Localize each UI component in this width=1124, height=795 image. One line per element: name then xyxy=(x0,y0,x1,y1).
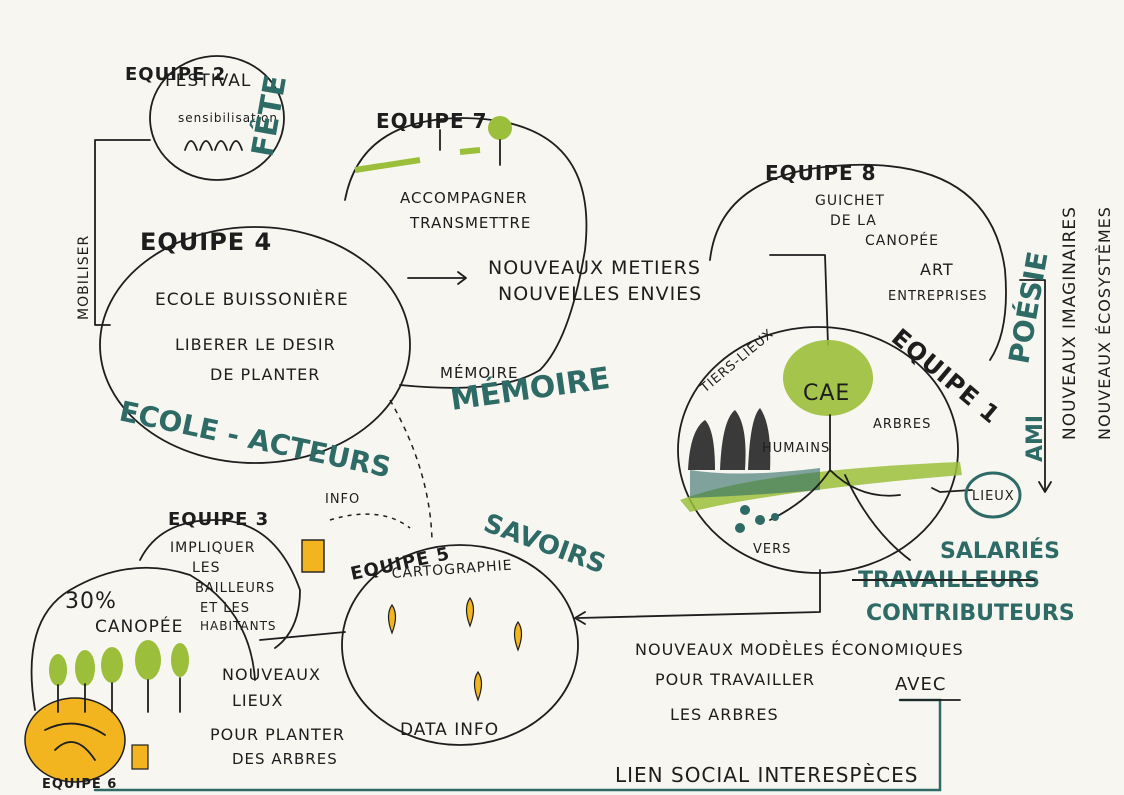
equipe8-line1: GUICHET xyxy=(815,193,885,209)
circle-equipe5 xyxy=(341,544,579,746)
human-silhouettes xyxy=(688,408,771,470)
contributeurs-label: CONTRIBUTEURS xyxy=(866,601,1075,626)
equipe3-line1: IMPLIQUER xyxy=(170,540,255,556)
equipe7-line1: ACCOMPAGNER xyxy=(400,189,528,207)
circle-equipe4 xyxy=(99,226,411,464)
ground-band xyxy=(680,462,962,512)
equipe6-line1: 30% xyxy=(65,589,117,614)
arrow-head-2 xyxy=(574,611,586,625)
equipe4-line2: LIBERER LE DESIR xyxy=(175,335,336,354)
tiers-lieux-label: TIERS-LIEUX xyxy=(697,326,777,396)
equipe8-line3: CANOPÉE xyxy=(865,232,939,249)
equipe2-tag: FÊTE xyxy=(244,72,294,159)
equipe7-title: EQUIPE 7 xyxy=(376,109,488,133)
dotted-ecole-carto xyxy=(389,399,433,541)
equipe4-line3: DE PLANTER xyxy=(210,365,320,384)
glass-icon-info xyxy=(301,539,325,573)
metiers-line1: NOUVEAUX METIERS xyxy=(488,257,701,279)
tree-canopy xyxy=(783,340,873,416)
equipe4-title: EQUIPE 4 xyxy=(140,228,272,256)
salaries-label: SALARIÉS xyxy=(940,538,1060,564)
connector-lieux xyxy=(931,487,973,493)
circle-equipe1 xyxy=(677,326,959,574)
tree-icon xyxy=(488,116,512,140)
worm-dots xyxy=(735,505,779,533)
lieux-line1: NOUVEAUX xyxy=(222,665,321,684)
equipe2-title: EQUIPE 2 xyxy=(125,64,226,85)
equipe1-title: EQUIPE 1 xyxy=(886,323,1005,429)
equipe2-line1: FESTIVAL xyxy=(165,71,251,91)
lien-social-label: LIEN SOCIAL INTERESPÈCES xyxy=(615,763,918,787)
sprout-arrow-1 xyxy=(354,157,421,173)
metiers-line2: NOUVELLES ENVIES xyxy=(498,283,702,305)
equipe5-line2: DATA INFO xyxy=(400,720,499,740)
modeles-line1: NOUVEAUX MODÈLES ÉCONOMIQUES xyxy=(635,640,964,659)
memoire-small: MÉMOIRE xyxy=(440,363,519,382)
connector-metiers-tiers xyxy=(769,254,829,346)
dotted-info-carto xyxy=(329,513,411,529)
lieux-label: LIEUX xyxy=(972,489,1015,504)
circle-equipe7 xyxy=(344,117,588,389)
equipe3-title: EQUIPE 3 xyxy=(168,509,269,530)
modeles-avec: AVEC xyxy=(895,674,946,695)
equipe4-tag: ECOLE - ACTEURS xyxy=(117,395,394,485)
info-label: INFO xyxy=(325,492,360,507)
arbres-label: ARBRES xyxy=(873,417,931,432)
humains-label: HUMAINS xyxy=(762,441,830,456)
circle-equipe3 xyxy=(139,519,301,649)
equipe8-tag: POÉSIE xyxy=(1001,249,1054,366)
circle-equipe2 xyxy=(149,55,285,181)
equipe8-title: EQUIPE 8 xyxy=(765,161,877,185)
connector-tiers-carto xyxy=(577,569,821,619)
equipe3-line5: HABITANTS xyxy=(200,619,277,633)
equipe6-title: EQUIPE 6 xyxy=(42,777,117,792)
ecosystemes-label: NOUVEAUX ÉCOSYSTÈMES xyxy=(1095,206,1114,440)
tree-row xyxy=(49,640,189,713)
equipe3-line4: ET LES xyxy=(200,601,250,616)
imaginaires-label: NOUVEAUX IMAGINAIRES xyxy=(1060,206,1080,440)
modeles-line2: POUR TRAVAILLER xyxy=(655,670,815,689)
humans-shadow xyxy=(690,468,820,498)
cae-label: CAE xyxy=(803,381,850,406)
lieux-line2: LIEUX xyxy=(232,691,283,710)
arrow-head-3 xyxy=(1038,481,1052,493)
equipe3-line2: LES xyxy=(192,560,221,576)
circle-equipe8 xyxy=(709,163,1007,361)
equipe6-line2: CANOPÉE xyxy=(95,615,183,637)
lieux-line4: DES ARBRES xyxy=(232,750,338,768)
crowd-icon xyxy=(184,140,243,151)
equipe8-line5: ENTREPRISES xyxy=(888,289,988,304)
map-pin-icons xyxy=(387,596,523,702)
equipe8-line4: ART xyxy=(920,260,954,279)
equipe8-line2: DE LA xyxy=(830,213,877,229)
equipe4-line1: ECOLE BUISSONIÈRE xyxy=(155,288,349,310)
connector-equipe3-carto xyxy=(259,631,346,641)
vers-label: VERS xyxy=(753,542,791,557)
connector-vertical-right xyxy=(1019,279,1046,491)
sphere-roots xyxy=(44,722,106,761)
sprout-icon xyxy=(439,129,501,166)
yellow-sphere xyxy=(24,697,126,783)
circle-equipe6 xyxy=(30,566,256,711)
equipe7-line2: TRANSMETTRE xyxy=(409,214,531,232)
arrow-head-1 xyxy=(457,271,467,285)
mobiliser-label: MOBILISER xyxy=(76,235,92,320)
glass-icon-bottom xyxy=(131,744,149,770)
sprout-arrow-2 xyxy=(459,147,481,155)
equipe1-tag: AMI xyxy=(1023,415,1048,462)
circle-lieux xyxy=(964,471,1022,519)
equipe2-line2: sensibilisation xyxy=(178,111,278,125)
modeles-line3: LES ARBRES xyxy=(670,705,779,724)
equipe3-line3: BAILLEURS xyxy=(195,581,275,596)
lieux-line3: POUR PLANTER xyxy=(210,725,345,744)
